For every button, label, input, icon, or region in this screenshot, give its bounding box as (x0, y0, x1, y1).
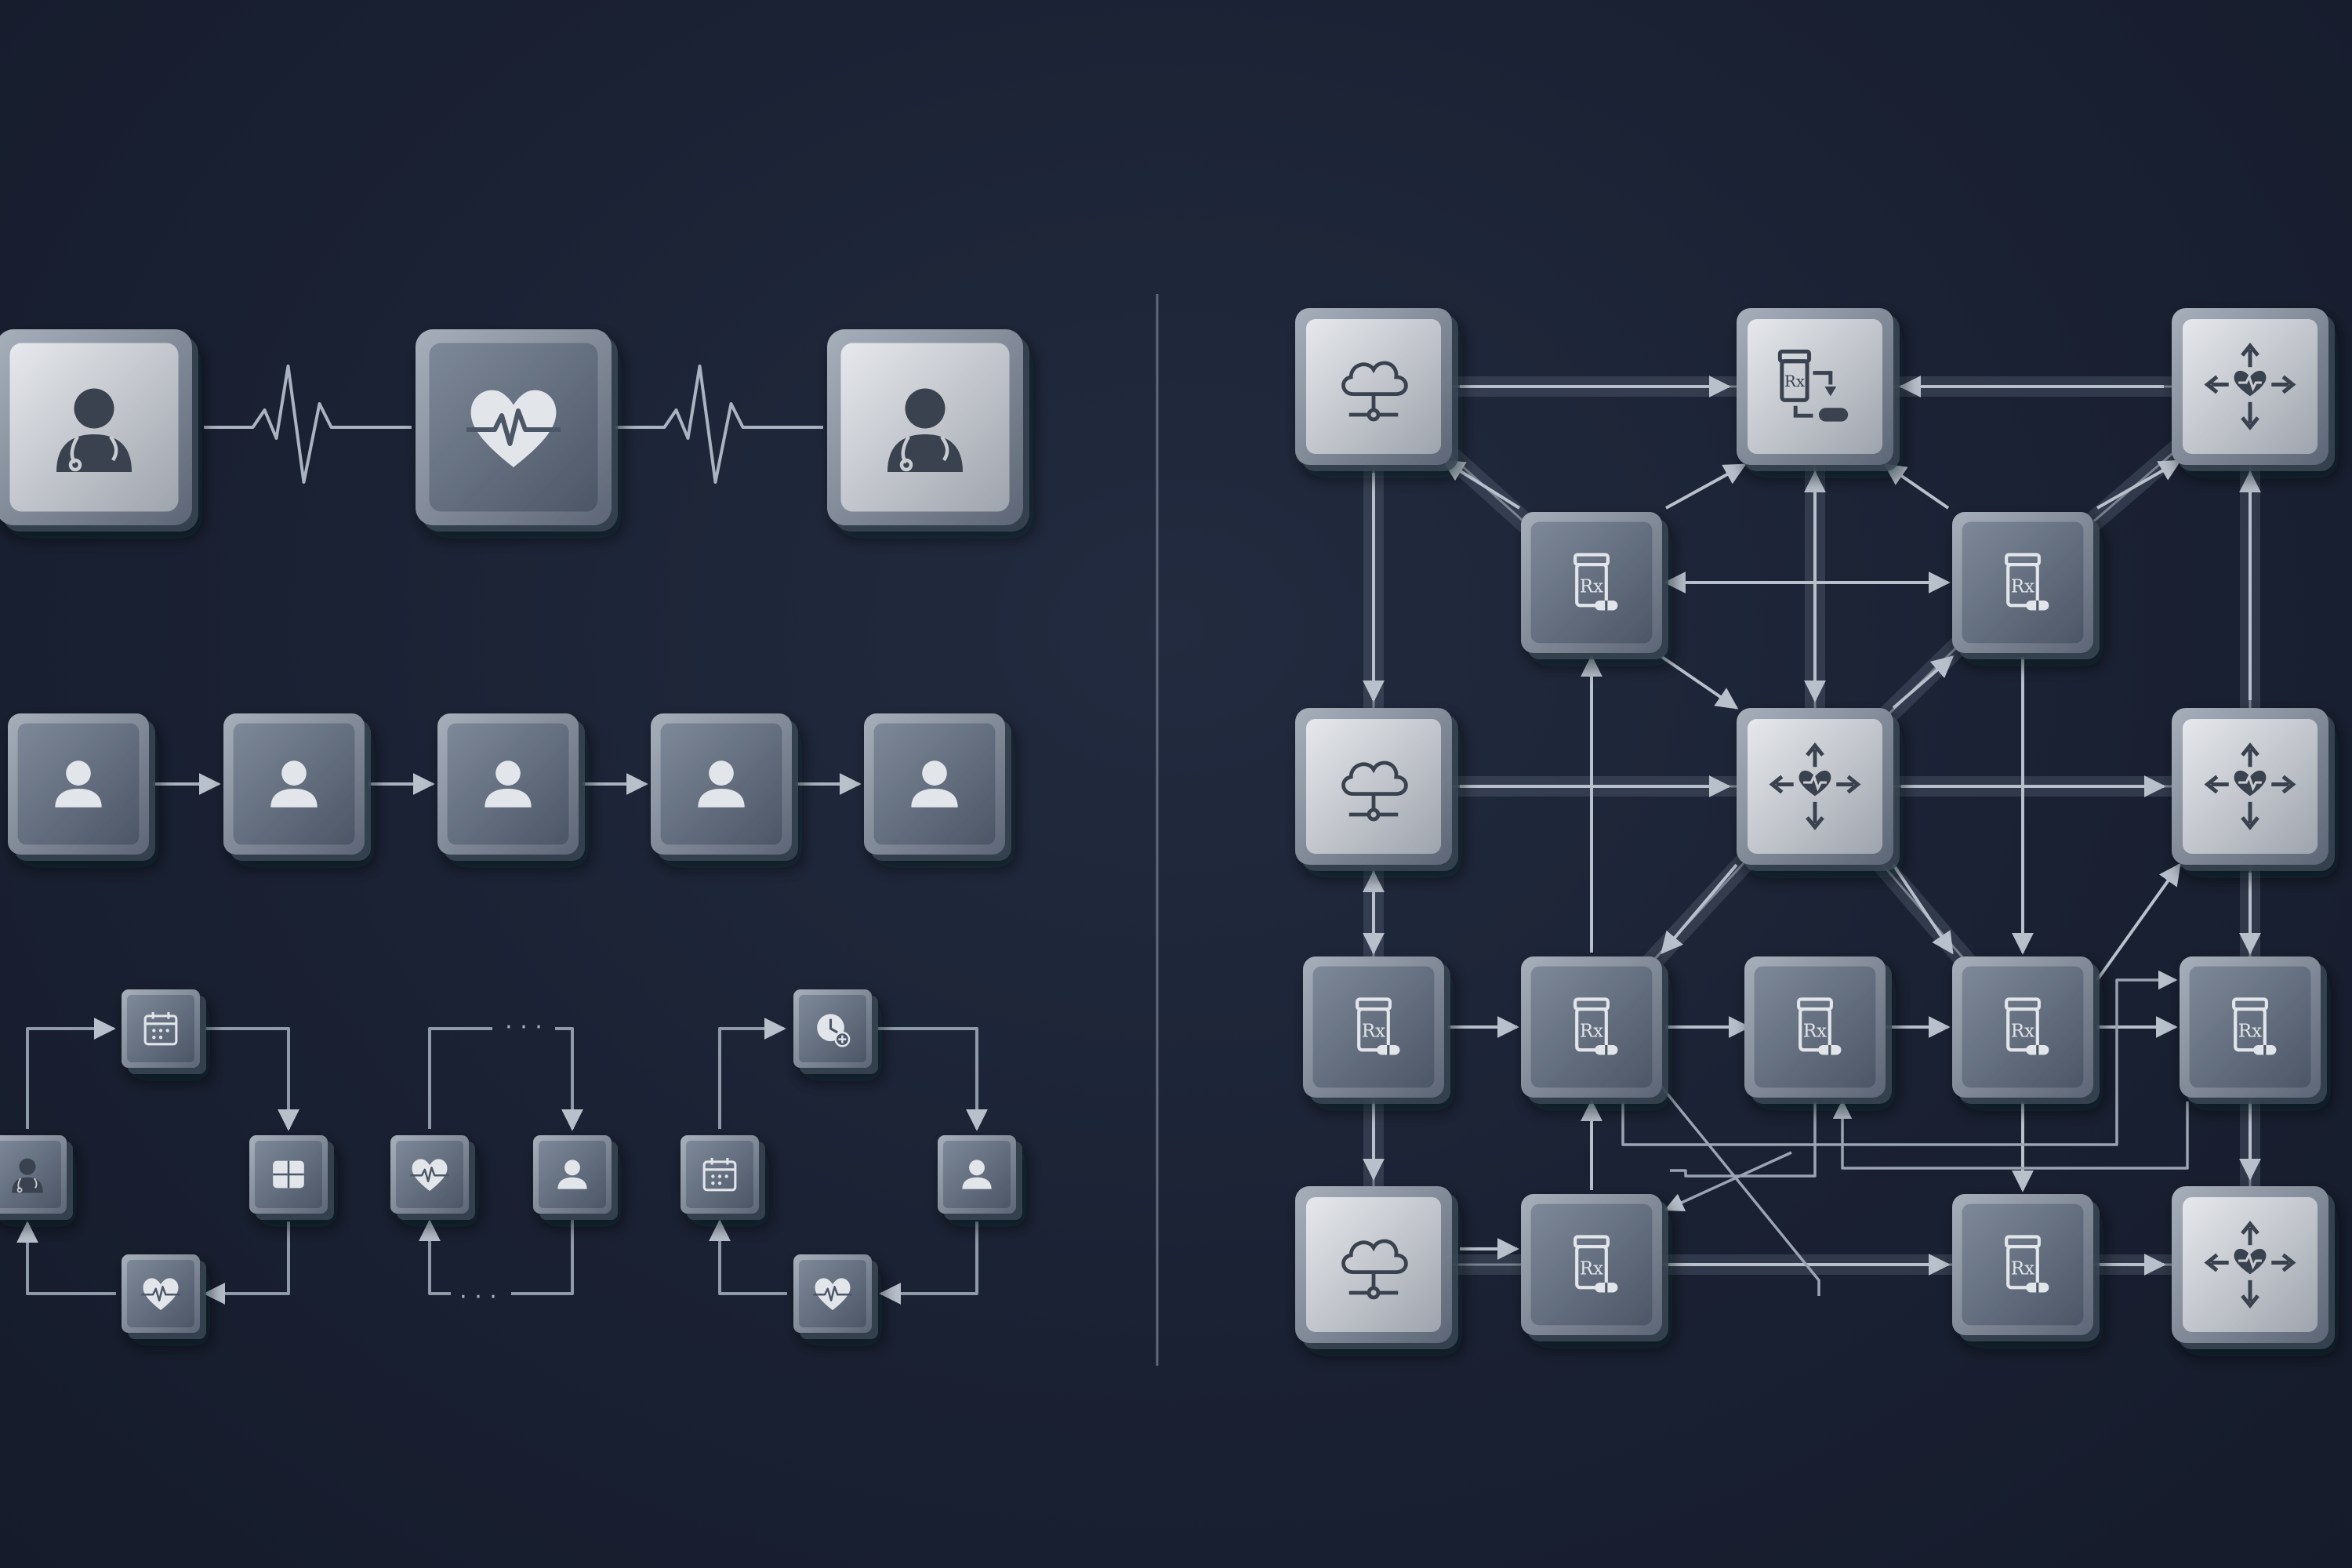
node-rx-1 (1521, 512, 1668, 659)
node-rx-left (1303, 956, 1450, 1104)
net-arrow-rx5-to-hubr (2096, 862, 2181, 982)
cycle1-tile-kit (249, 1135, 334, 1220)
tile-patient-2 (223, 713, 371, 861)
cycle1-arrow-to-doctor (16, 1221, 116, 1295)
cycle-ellipsis-top: · · · (505, 1014, 543, 1041)
ecg-connector-1 (204, 365, 412, 484)
cycle3-arrow-to-calendar (709, 1219, 787, 1295)
net-route-rx4-loop (1670, 1102, 1817, 1178)
net-arrow-rx2-to-hubtr (2096, 459, 2182, 510)
cycle1-tile-calendar (122, 989, 206, 1074)
node-hub-center (1737, 708, 1900, 871)
net-route-rx6-to-rx4 (1832, 1099, 2189, 1170)
node-cloud-2 (1295, 708, 1458, 871)
cycle2-arrow-to-heart (419, 1219, 451, 1295)
cycle-ellipsis-bottom: · · · (459, 1283, 497, 1311)
node-rx-transfer (1737, 308, 1900, 471)
node-cloud-3-face (1306, 1197, 1441, 1332)
cycle3-arrow-to-heart (879, 1221, 978, 1305)
cycle3-arrow-to-person (878, 1027, 988, 1131)
cycle1-arrow-to-heart (203, 1221, 290, 1305)
cycle1-tile-doctor-face (0, 1141, 61, 1208)
cycle3-tile-calendar-face (686, 1141, 753, 1208)
node-cloud-3 (1295, 1186, 1458, 1349)
node-rx-6 (2180, 956, 2327, 1104)
node-cloud-1 (1295, 308, 1458, 471)
cycle1-tile-heart (122, 1254, 206, 1339)
medical-kit-icon (271, 1160, 306, 1189)
node-rx-transfer-face (1748, 319, 1882, 454)
node-cloud-2-face (1306, 719, 1441, 854)
cycle3-arrow-to-clock (718, 1018, 786, 1129)
cycle2-arrow-to-person (555, 1027, 583, 1131)
node-rx-3 (1521, 956, 1668, 1104)
node-rx-4 (1744, 956, 1892, 1104)
node-rx-8 (1952, 1194, 2100, 1341)
cycle1-arrow-to-calendar (26, 1018, 116, 1129)
cycle1-tile-calendar-face (127, 995, 194, 1062)
cycle3-tile-calendar (681, 1135, 765, 1220)
cycle2-tile-person (533, 1135, 618, 1220)
node-cloud-1-face (1306, 319, 1441, 454)
node-rx-5 (1952, 956, 2100, 1104)
tile-doctor-right (827, 329, 1029, 532)
cycle2-tile-heart (390, 1135, 475, 1220)
tile-heart-center (416, 329, 618, 532)
cycle3-tile-heart (793, 1254, 878, 1339)
cycle1-arrow-to-kit (205, 1027, 299, 1131)
cycle3-tile-clock (793, 989, 878, 1074)
net-route-rx3-to-rx6 (1621, 970, 2178, 1146)
tile-patient-4 (651, 713, 798, 861)
label-layer: · · · · · · (459, 1014, 543, 1311)
cycle2-line-top-left (428, 1027, 492, 1129)
node-hub-top-right (2172, 308, 2335, 471)
cycle2-line-bottom-right (511, 1220, 574, 1295)
node-hub-right (2172, 708, 2335, 871)
net-route-to-rx7 (1664, 1151, 1792, 1211)
tile-doctor-left (0, 329, 198, 532)
node-rx-2 (1952, 512, 2100, 659)
node-rx-7 (1521, 1194, 1668, 1341)
net-arrow-rx1-to-cloud1 (1442, 459, 1521, 510)
net-arrow-rx1-to-hub (1661, 655, 1739, 710)
tile-patient-1 (8, 713, 155, 861)
tile-patient-3 (437, 713, 585, 861)
net-arrow-hub-to-rx3 (1661, 863, 1738, 955)
node-hub-bottom-right (2172, 1186, 2335, 1349)
cycle3-tile-person (938, 1135, 1022, 1220)
net-arrow-hub-to-rx2 (1892, 655, 1955, 710)
net-route-diag-low (1637, 1057, 1820, 1296)
ecg-connector-2 (615, 365, 823, 484)
net-arrow-rx2-to-transfer (1883, 463, 1950, 510)
tile-layer (0, 308, 2335, 1349)
cycle1-tile-doctor (0, 1135, 73, 1220)
tile-patient-5 (864, 713, 1011, 861)
net-arrow-hub-to-rx5 (1892, 863, 1954, 955)
net-arrow-rx1-to-transfer (1665, 463, 1747, 510)
